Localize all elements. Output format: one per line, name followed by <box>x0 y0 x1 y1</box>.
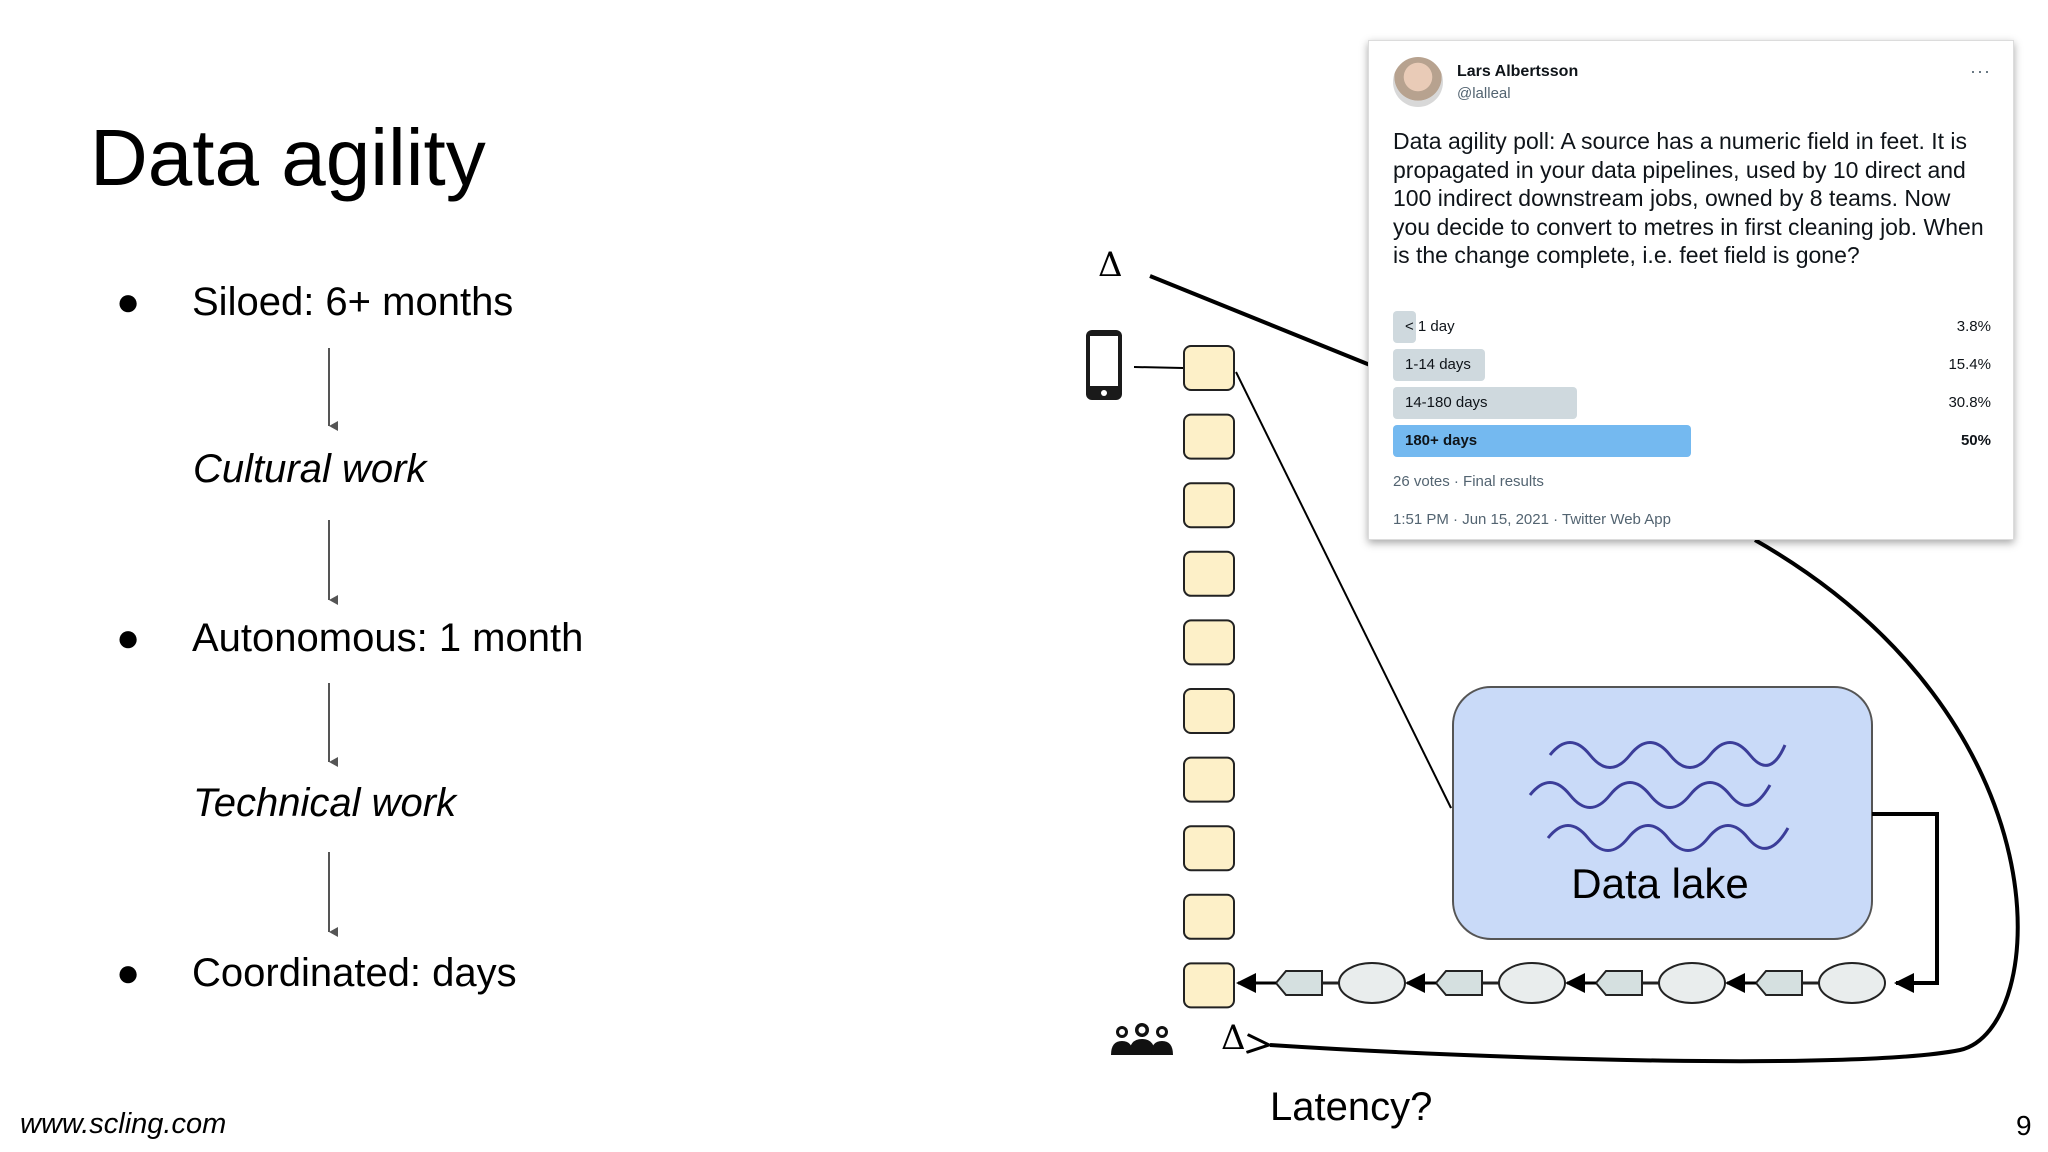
slide-number: 9 <box>2016 1110 2032 1141</box>
pipeline <box>1236 962 1886 1004</box>
poll-bar <box>1393 311 1416 343</box>
pipeline-job <box>1338 962 1406 1004</box>
poll-bar <box>1393 387 1577 419</box>
queue-box <box>1183 962 1235 1009</box>
poll-bar <box>1393 349 1485 381</box>
poll-option-label: 1-14 days <box>1405 356 1471 373</box>
queue-box <box>1183 756 1235 803</box>
queue-boxes <box>1183 345 1235 1009</box>
data-lake-label: Data lake <box>1571 860 1749 907</box>
lake-waves <box>1528 741 1790 852</box>
tweet-timestamp: 1:51 PM · Jun 15, 2021 · Twitter Web App <box>1393 511 1671 528</box>
poll-option-winner: 180+ days 50% <box>1393 425 1991 457</box>
queue-box <box>1183 893 1235 940</box>
poll-option: < 1 day 3.8% <box>1393 311 1991 343</box>
mobile-phone-icon <box>1086 330 1122 400</box>
poll-option-percent: 50% <box>1960 432 1991 449</box>
footer-url: www.scling.com <box>20 1108 227 1140</box>
lake-output-path <box>1872 812 1939 993</box>
delta-connector <box>1149 274 1371 367</box>
bullet-text: Coordinated: days <box>192 951 517 995</box>
poll-option-label: < 1 day <box>1405 318 1455 335</box>
poll-option-percent: 30.8% <box>1948 394 1991 411</box>
pipeline-job <box>1658 962 1726 1004</box>
queue-box <box>1183 619 1235 666</box>
poll-votes-summary: 26 votes · Final results <box>1393 473 1544 490</box>
poll-option-percent: 3.8% <box>1956 318 1991 335</box>
tweet-author-name: Lars Albertsson <box>1457 63 1579 80</box>
poll-option: 1-14 days 15.4% <box>1393 349 1991 381</box>
queue-box <box>1183 413 1235 460</box>
pipeline-dataset <box>1434 970 1483 996</box>
bullet-dot: ● <box>116 951 141 995</box>
pipeline-dataset <box>1274 970 1323 996</box>
phone-connector <box>1133 366 1184 369</box>
bullet-text: Autonomous: 1 month <box>192 616 584 660</box>
poll-option-label: 180+ days <box>1405 432 1478 449</box>
delta-symbol-bottom: Δ <box>1221 1018 1246 1058</box>
delta-symbol-top: Δ <box>1098 245 1123 285</box>
bullet-dot: ● <box>116 616 141 660</box>
queue-box <box>1183 550 1235 597</box>
tweet-author-handle: @lalleal <box>1457 85 1511 102</box>
avatar <box>1393 57 1443 107</box>
poll-option: 14-180 days 30.8% <box>1393 387 1991 419</box>
queue-box <box>1183 825 1235 872</box>
ingest-arrow <box>1235 371 1462 809</box>
poll-bar <box>1393 425 1691 457</box>
team-people-icon <box>1110 1022 1174 1061</box>
bullet-dot: ● <box>116 280 141 324</box>
queue-box <box>1183 345 1235 391</box>
poll-option-label: 14-180 days <box>1405 394 1488 411</box>
transition-cultural-work: Cultural work <box>193 447 427 491</box>
queue-box <box>1183 482 1235 529</box>
bullet-text: Siloed: 6+ months <box>192 280 514 324</box>
slide-title: Data agility <box>90 113 486 202</box>
queue-box <box>1183 688 1235 734</box>
latency-label: Latency? <box>1270 1085 1433 1129</box>
transition-technical-work: Technical work <box>193 781 457 825</box>
more-options-icon: ··· <box>1970 61 1991 81</box>
pipeline-dataset <box>1754 970 1803 996</box>
pipeline-job <box>1818 962 1886 1004</box>
poll-option-percent: 15.4% <box>1948 356 1991 373</box>
feedback-curve <box>1270 538 2020 1064</box>
tweet-text: Data agility poll: A source has a numeri… <box>1393 128 1984 268</box>
pipeline-job <box>1498 962 1566 1004</box>
tweet-card: Lars Albertsson @lalleal ··· Data agilit… <box>1368 40 2014 540</box>
pipeline-dataset <box>1594 970 1643 996</box>
